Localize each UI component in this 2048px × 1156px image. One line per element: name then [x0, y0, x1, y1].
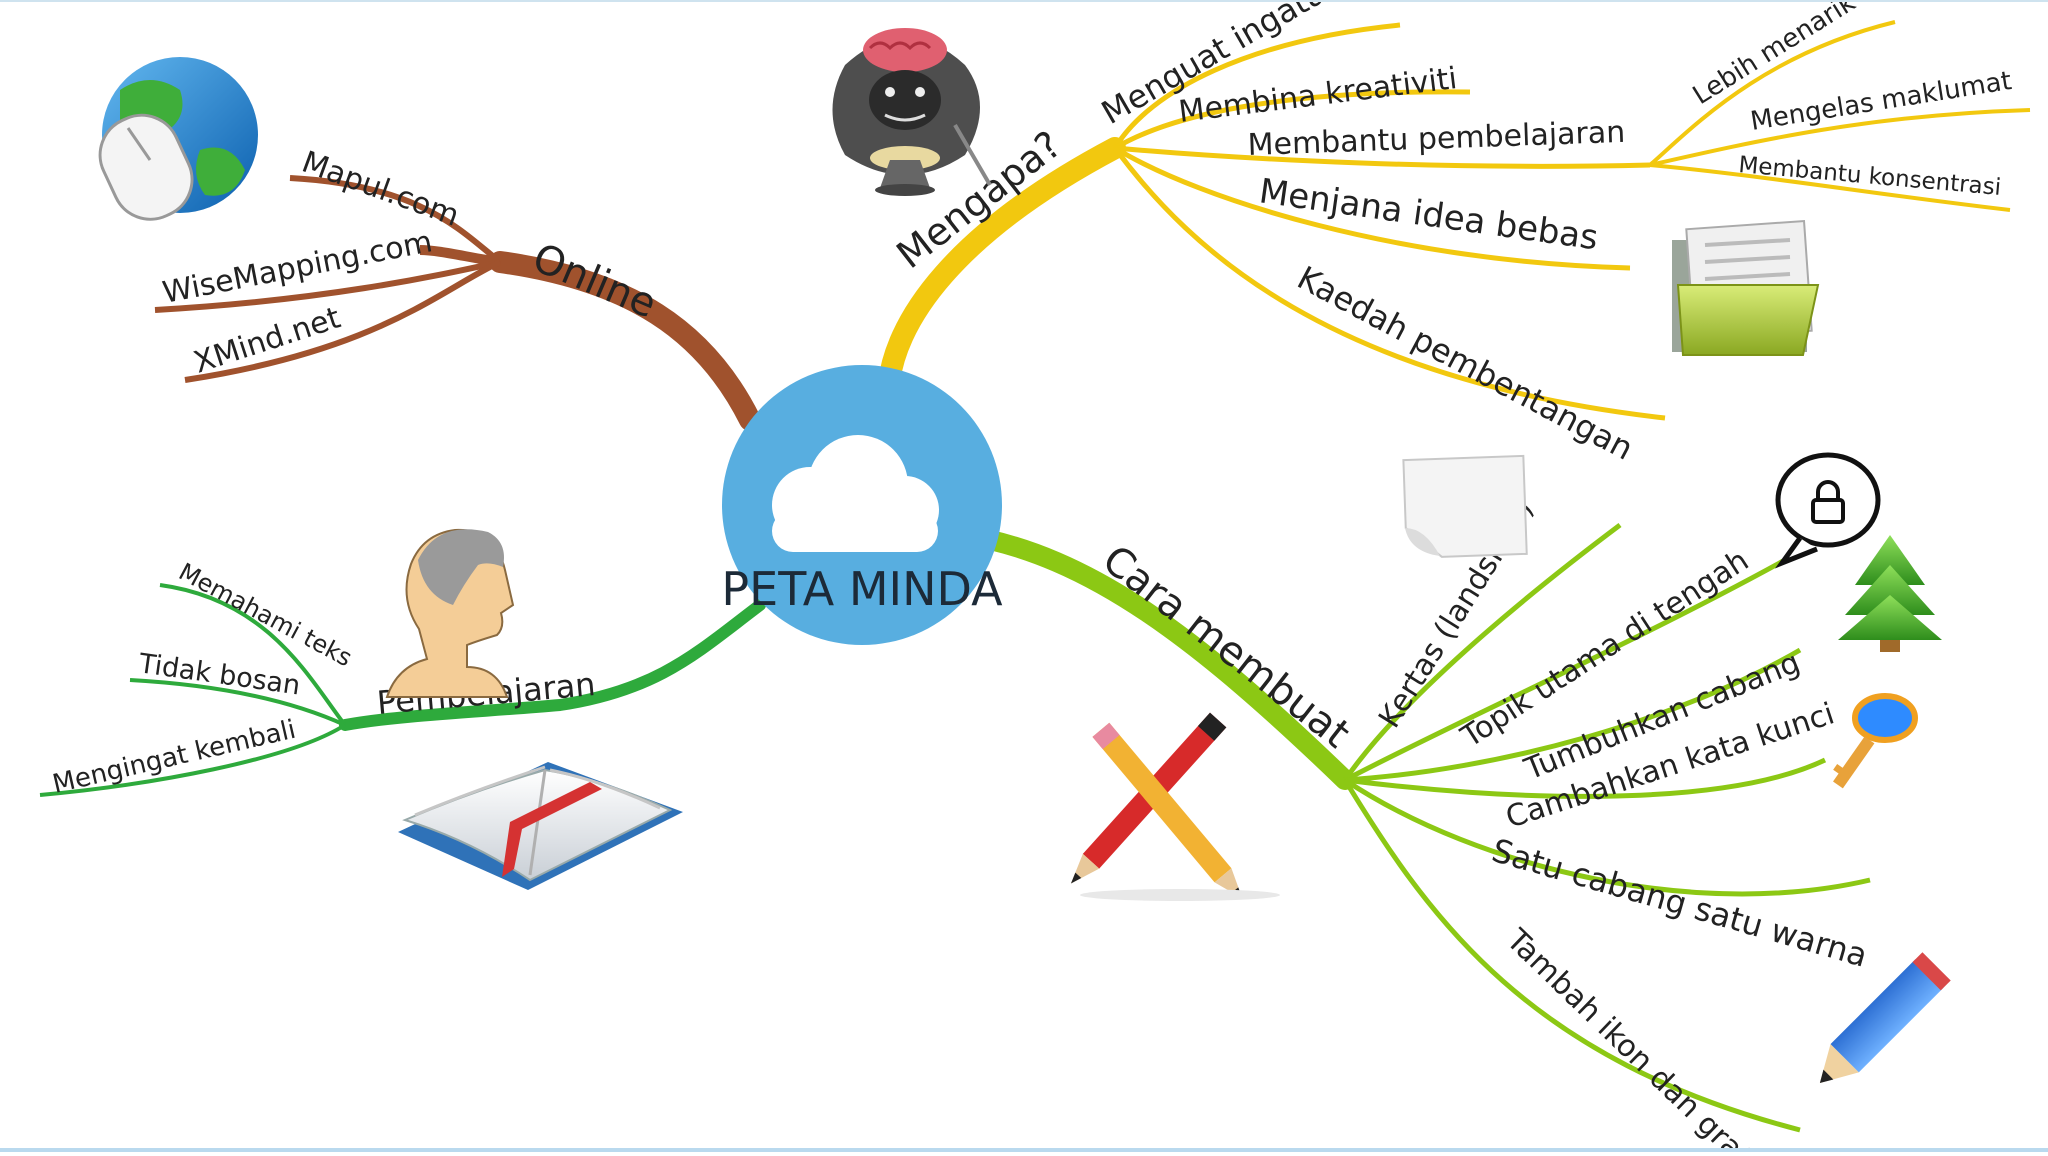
cloud-icon — [772, 435, 939, 552]
mengapa-subitem: Mengelas maklumat — [1748, 66, 2013, 137]
center-topic: PETA MINDA — [721, 365, 1003, 645]
center-label: PETA MINDA — [721, 562, 1003, 616]
online-item: XMind.net — [190, 300, 345, 380]
branch-cara: Cara membuat Kertas (landskap) Topik uta… — [955, 493, 1872, 1156]
folder-icon — [1672, 219, 1820, 356]
pembelajaran-item: Tidak bosan — [136, 648, 302, 701]
branch-online: Online Mapul.com WiseMapping.com XMind.n… — [154, 145, 761, 431]
online-label: Online — [526, 235, 663, 328]
monkey-brain-icon — [832, 28, 992, 196]
globe-mouse-icon — [98, 57, 258, 221]
mengapa-item: Membantu pembelajaran — [1247, 115, 1626, 163]
mengapa-item: Kaedah pembentangan — [1291, 259, 1639, 468]
cara-label: Cara membuat — [1094, 537, 1358, 758]
blue-pencil-icon — [1819, 952, 1951, 1084]
mengapa-item: Membina kreativiti — [1177, 61, 1459, 130]
book-icon — [398, 762, 683, 890]
tree-icon — [1838, 535, 1942, 652]
pembelajaran-item: Memahami teks — [174, 558, 356, 673]
mengapa-item: Menjana idea bebas — [1257, 171, 1601, 258]
branch-mengapa: Mengapa? Menguat ingatan Membina kreativ… — [877, 0, 2031, 468]
paper-icon — [1402, 454, 1528, 558]
head-icon — [385, 528, 515, 698]
pencils-icon — [1070, 712, 1280, 901]
cara-item: Tambah ikon dan grafik — [1499, 922, 1777, 1152]
bottom-border — [0, 1148, 2048, 1152]
online-item: Mapul.com — [297, 145, 463, 234]
lock-bubble-icon — [1774, 452, 1881, 569]
key-icon — [1833, 693, 1918, 789]
